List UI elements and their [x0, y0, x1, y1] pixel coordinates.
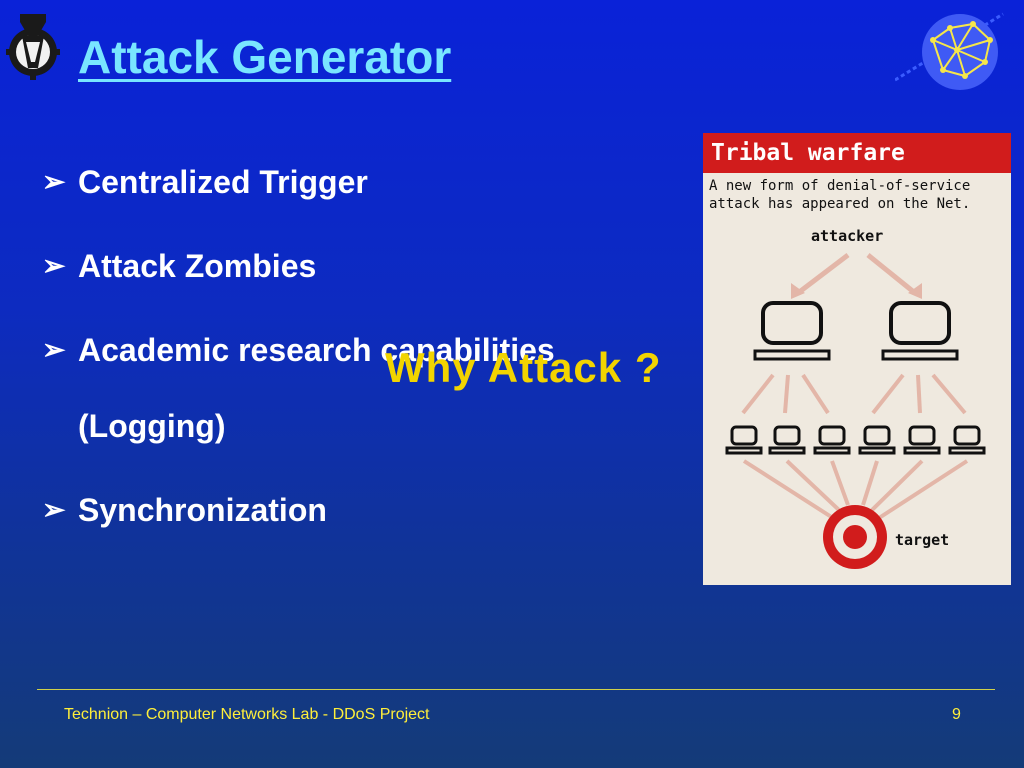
network-globe-icon: [895, 12, 1004, 90]
figure-caption: A new form of denial-of-service attack h…: [709, 177, 1009, 213]
bullet-continuation: (Logging): [78, 408, 226, 444]
attack-diagram: [725, 253, 986, 569]
footer-text: Technion – Computer Networks Lab - DDoS …: [64, 706, 430, 723]
bullet-text: Synchronization: [78, 492, 327, 528]
bullet-text: Centralized Trigger: [78, 164, 368, 200]
bullet-text: Attack Zombies: [78, 248, 317, 284]
computer-icon: [753, 301, 831, 361]
figure-caption-line: A new form of denial-of-service: [709, 178, 971, 194]
tribal-warfare-figure: Tribal warfare A new form of denial-of-s…: [703, 133, 1011, 585]
bullet-item: ➢ Centralized Trigger: [42, 160, 722, 204]
technion-logo-icon: [6, 14, 60, 80]
why-attack-overlay: Why Attack ?: [385, 344, 662, 391]
computer-icon: [881, 301, 959, 361]
page-number: 9: [952, 706, 961, 723]
arrow-bullet-icon: ➢: [42, 494, 66, 525]
bullet-list: ➢ Centralized Trigger ➢ Attack Zombies ➢…: [42, 160, 722, 572]
figure-heading: Tribal warfare: [703, 133, 1011, 173]
bullet-text: Academic research capabilities: [78, 332, 555, 368]
bullet-item: ➢ Academic research capabilities (Loggin…: [42, 328, 722, 448]
bullet-item: ➢ Synchronization: [42, 488, 722, 532]
figure-caption-line: attack has appeared on the Net.: [709, 196, 971, 212]
target-icon: [823, 505, 887, 569]
arrow-bullet-icon: ➢: [42, 334, 66, 365]
arrow-bullet-icon: ➢: [42, 250, 66, 281]
attacker-label: attacker: [811, 227, 884, 245]
target-label: target: [895, 531, 950, 549]
bullet-item: ➢ Attack Zombies: [42, 244, 722, 288]
arrow-bullet-icon: ➢: [42, 166, 66, 197]
footer-divider: [37, 689, 995, 690]
slide-title: Attack Generator: [78, 31, 452, 83]
